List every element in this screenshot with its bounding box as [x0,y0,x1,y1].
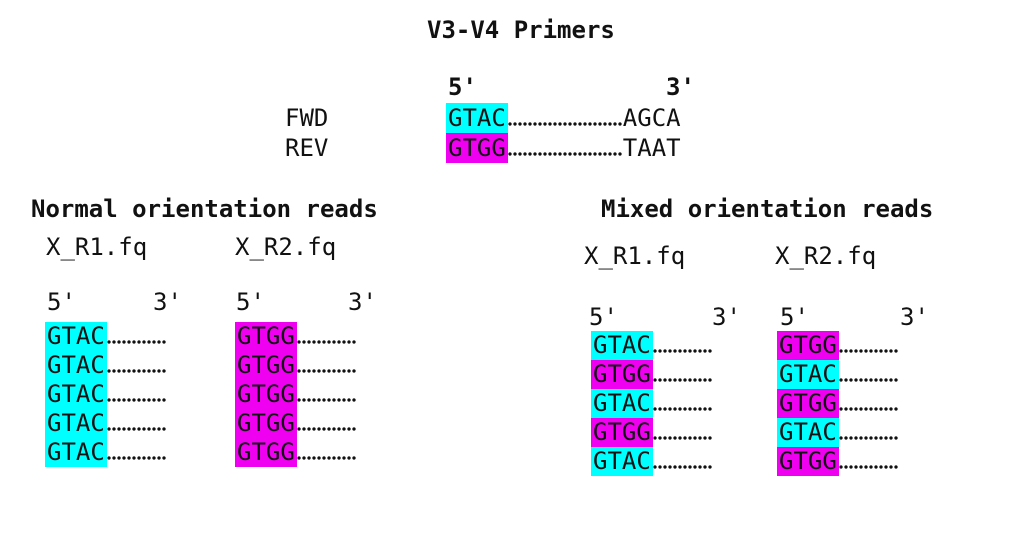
leader-dots [106,340,167,344]
primer-three-prime-label: 3' [666,73,695,101]
leader-dots [507,152,623,156]
page-title: V3-V4 Primers [427,16,615,44]
leader-dots [106,398,167,402]
file-label: X_R2.fq [235,233,337,261]
leader-dots [296,427,357,431]
read-seq-highlight: GTGG [591,418,653,447]
five-prime-label: 5' [236,288,265,316]
read-seq-highlight: GTAC [777,418,839,447]
primer-seq-highlight: GTAC [446,103,508,133]
read-seq-highlight: GTAC [45,351,107,380]
primer-rows: FWD GTAC AGCA REV GTGG TAAT [285,103,681,163]
primer-row: FWD GTAC AGCA [285,103,681,133]
read-seq-highlight: GTGG [777,447,839,476]
primer-seq-highlight: GTGG [446,133,508,163]
read-seq-highlight: GTGG [777,331,839,360]
read-seq-highlight: GTAC [45,380,107,409]
read-seq-highlight: GTAC [45,438,107,467]
read-row: GTAC [591,447,713,476]
read-row: GTGG [591,360,713,389]
leader-dots [652,349,713,353]
read-row: GTAC [45,438,167,467]
primer-direction-label: REV [285,134,329,162]
read-seq-highlight: GTGG [235,322,297,351]
primer-row: REV GTGG TAAT [285,133,681,163]
read-seq-highlight: GTAC [591,447,653,476]
leader-dots [106,427,167,431]
section-heading-mixed: Mixed orientation reads [601,195,934,223]
read-seq-highlight: GTAC [45,322,107,351]
five-prime-label: 5' [589,303,618,331]
read-row: GTGG [235,351,357,380]
read-seq-highlight: GTAC [777,360,839,389]
primer-tail-seq: TAAT [622,134,681,162]
read-row: GTAC [45,380,167,409]
read-seq-highlight: GTAC [45,409,107,438]
three-prime-label: 3' [712,303,741,331]
leader-dots [296,340,357,344]
read-row: GTAC [45,322,167,351]
five-prime-label: 5' [780,303,809,331]
read-row: GTGG [235,380,357,409]
read-seq-highlight: GTGG [235,438,297,467]
leader-dots [838,465,899,469]
file-label: X_R2.fq [775,242,877,270]
read-column: GTGG GTGG GTGG GTGG GTGG [235,322,357,467]
file-label: X_R1.fq [46,233,148,261]
read-seq-highlight: GTGG [235,409,297,438]
three-prime-label: 3' [900,303,929,331]
read-row: GTAC [591,331,713,360]
leader-dots [296,456,357,460]
leader-dots [838,436,899,440]
read-row: GTAC [45,351,167,380]
read-row: GTAC [777,360,899,389]
three-prime-label: 3' [153,288,182,316]
leader-dots [652,465,713,469]
read-seq-highlight: GTGG [235,351,297,380]
read-row: GTAC [777,418,899,447]
read-row: GTGG [777,447,899,476]
leader-dots [838,407,899,411]
read-row: GTGG [235,438,357,467]
read-row: GTGG [591,418,713,447]
read-seq-highlight: GTAC [591,389,653,418]
leader-dots [652,378,713,382]
leader-dots [838,349,899,353]
read-seq-highlight: GTGG [235,380,297,409]
read-seq-highlight: GTGG [777,389,839,418]
read-row: GTGG [777,389,899,418]
three-prime-label: 3' [348,288,377,316]
read-row: GTAC [591,389,713,418]
read-row: GTGG [235,322,357,351]
five-prime-label: 5' [47,288,76,316]
primer-direction-label: FWD [285,104,329,132]
leader-dots [296,369,357,373]
leader-dots [106,456,167,460]
leader-dots [507,122,623,126]
leader-dots [652,436,713,440]
read-column: GTAC GTAC GTAC GTAC GTAC [45,322,167,467]
leader-dots [296,398,357,402]
primer-five-prime-label: 5' [448,73,477,101]
read-seq-highlight: GTAC [591,331,653,360]
primer-tail-seq: AGCA [622,104,681,132]
read-seq-highlight: GTGG [591,360,653,389]
read-row: GTGG [777,331,899,360]
read-row: GTGG [235,409,357,438]
read-column: GTAC GTGG GTAC GTGG GTAC [591,331,713,476]
read-row: GTAC [45,409,167,438]
leader-dots [106,369,167,373]
leader-dots [652,407,713,411]
leader-dots [838,378,899,382]
section-heading-normal: Normal orientation reads [31,195,378,223]
file-label: X_R1.fq [584,242,686,270]
read-column: GTGG GTAC GTGG GTAC GTGG [777,331,899,476]
